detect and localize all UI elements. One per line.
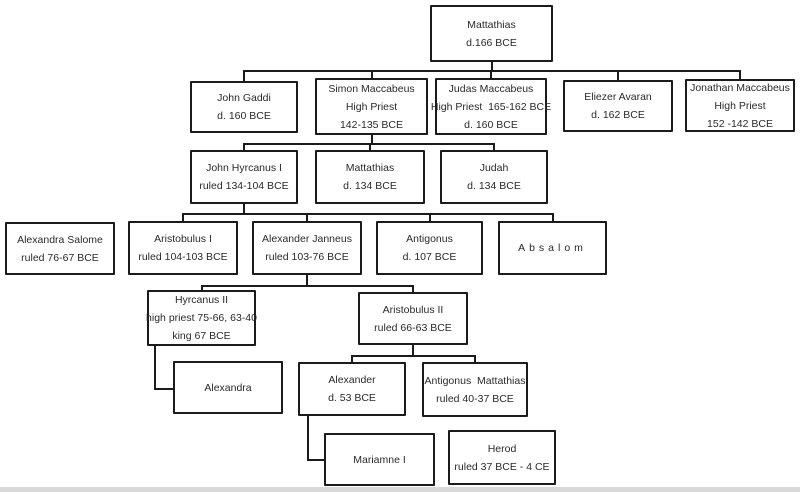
node-antigonus: Antigonus d. 107 BCE bbox=[376, 221, 483, 275]
node-alexandra-salome: Alexandra Salome ruled 76-67 BCE bbox=[5, 222, 115, 275]
node-label: Mattathias bbox=[345, 162, 395, 174]
node-label: Alexandra Salome bbox=[17, 233, 103, 246]
node-label: d. 134 BCE bbox=[467, 180, 521, 192]
connector-line bbox=[307, 414, 309, 461]
node-label: d. 107 BCE bbox=[402, 251, 457, 263]
connector-line bbox=[182, 213, 554, 215]
node-aristobulus-ii: Aristobulus II ruled 66-63 BCE bbox=[358, 292, 468, 345]
connector-line bbox=[370, 133, 373, 145]
connector-line bbox=[306, 273, 308, 287]
node-alexander-janneus: Alexander Janneus ruled 103-76 BCE bbox=[252, 221, 362, 275]
connector-line bbox=[617, 70, 619, 84]
connector-line bbox=[154, 344, 156, 390]
node-label: 142-135 BCE bbox=[339, 118, 404, 131]
node-label: Aristobulus II bbox=[382, 303, 444, 316]
bottom-edge bbox=[0, 487, 800, 492]
node-alexander: Alexander d. 53 BCE bbox=[298, 362, 406, 416]
connector-line bbox=[490, 60, 493, 72]
connector-line bbox=[428, 213, 431, 225]
connector-line bbox=[351, 355, 476, 357]
connector-line bbox=[243, 143, 245, 154]
node-label: Hyrcanus II bbox=[174, 294, 229, 306]
node-label: Aristobulus I bbox=[154, 233, 212, 245]
node-label: Alexandra bbox=[204, 381, 252, 394]
node-label: Antigonus Mattathias bbox=[424, 374, 526, 387]
node-mariamne-i: Mariamne I bbox=[324, 433, 435, 486]
node-hyrcanus-ii: Hyrcanus II high priest 75-66, 63-40 king … bbox=[146, 290, 257, 346]
node-antigonus-mattathias: Antigonus Mattathias ruled 40-37 BCE bbox=[422, 362, 528, 417]
connector-line bbox=[200, 285, 203, 294]
node-absalom: Absalom bbox=[498, 221, 607, 275]
node-label: ruled 66-63 BCE bbox=[374, 321, 452, 334]
connector-line bbox=[739, 70, 741, 83]
node-label: Absalom bbox=[518, 242, 587, 254]
connector-line bbox=[154, 388, 175, 390]
node-label: high priest 75-66, 63-40 bbox=[146, 312, 257, 324]
node-label: d. 134 BCE bbox=[343, 180, 397, 192]
node-aristobulus-i: Aristobulus I ruled 104-103 BCE bbox=[128, 221, 238, 275]
connector-line bbox=[490, 70, 492, 82]
connector-line bbox=[307, 459, 326, 461]
node-label: d. 53 BCE bbox=[328, 392, 376, 404]
node-herod: Herod ruled 37 BCE - 4 CE bbox=[448, 430, 556, 485]
node-alexandra: Alexandra bbox=[173, 361, 283, 414]
node-label: ruled 76-67 BCE bbox=[21, 251, 99, 264]
node-label: High Priest bbox=[345, 100, 398, 113]
connector-line bbox=[474, 355, 476, 366]
node-label: Simon Maccabeus bbox=[328, 82, 415, 95]
connector-line bbox=[243, 202, 245, 215]
node-label: d. 162 BCE bbox=[591, 109, 645, 121]
node-label: Mariamne I bbox=[353, 453, 406, 466]
node-judah: Judah d. 134 BCE bbox=[440, 150, 548, 204]
node-label: ruled 103-76 BCE bbox=[265, 251, 349, 263]
node-label: Jonathan Maccabeus bbox=[690, 81, 790, 94]
connector-line bbox=[182, 213, 184, 225]
node-label: king 67 BCE bbox=[172, 330, 231, 342]
node-label: ruled 37 BCE - 4 CE bbox=[454, 460, 550, 473]
node-label: John Gaddi bbox=[217, 92, 271, 104]
node-label: Alexander bbox=[328, 374, 376, 386]
connector-line bbox=[200, 285, 414, 287]
node-label: ruled 134-104 BCE bbox=[199, 180, 289, 192]
connector-line bbox=[243, 70, 741, 72]
node-label: ruled 104-103 BCE bbox=[138, 251, 228, 263]
node-label: Eliezer Avaran bbox=[584, 91, 652, 103]
connector-line bbox=[369, 143, 371, 154]
node-eliezer-avaran: Eliezer Avaran d. 162 BCE bbox=[563, 80, 673, 132]
node-label: d. 160 BCE bbox=[217, 110, 271, 122]
node-label: High Priest 165-162 BCE bbox=[430, 100, 552, 113]
node-john-hyrcanus-i: John Hyrcanus I ruled 134-104 BCE bbox=[190, 150, 298, 204]
node-label: 152 -142 BCE bbox=[707, 117, 773, 130]
node-label: Antigonus bbox=[406, 233, 453, 245]
connector-line bbox=[493, 143, 495, 154]
node-label: d.166 BCE bbox=[466, 36, 517, 49]
node-label: Judah bbox=[479, 162, 509, 174]
connector-line bbox=[370, 70, 373, 82]
node-label: Herod bbox=[487, 442, 517, 455]
connector-line bbox=[243, 70, 245, 85]
connector-line bbox=[412, 285, 414, 296]
node-john-gaddi: John Gaddi d. 160 BCE bbox=[190, 81, 298, 133]
node-mattathias-jr: Mattathias d. 134 BCE bbox=[315, 150, 425, 204]
node-label: d. 160 BCE bbox=[464, 118, 518, 131]
node-label: John Hyrcanus I bbox=[206, 162, 282, 174]
connector-line bbox=[412, 343, 414, 357]
node-label: Judas Maccabeus bbox=[448, 82, 534, 95]
connector-line bbox=[551, 213, 554, 225]
node-label: Mattathias bbox=[467, 18, 516, 31]
node-label: ruled 40-37 BCE bbox=[436, 392, 514, 405]
connector-line bbox=[306, 213, 308, 225]
node-mattathias-sr: Mattathias d.166 BCE bbox=[430, 5, 553, 62]
node-label: High Priest bbox=[714, 99, 766, 112]
node-label: Alexander Janneus bbox=[262, 233, 352, 245]
connector-line bbox=[351, 355, 353, 366]
